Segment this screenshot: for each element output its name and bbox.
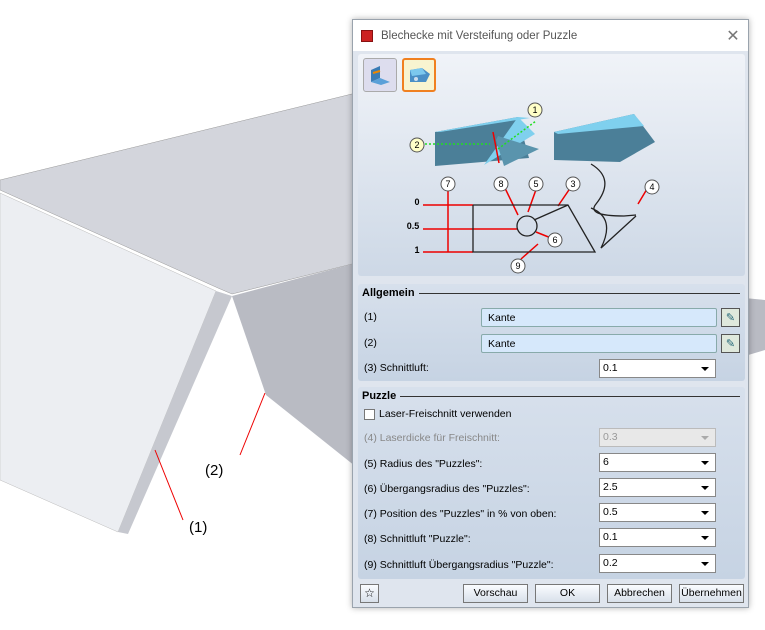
schnittluft-puzzle-dropdown[interactable]: 0.1: [599, 528, 716, 547]
title-bar: Blechecke mit Versteifung oder Puzzle ✕: [353, 20, 748, 51]
laser-checkbox-label: Laser-Freischnitt verwenden: [379, 408, 512, 420]
preview-button[interactable]: Vorschau: [463, 584, 528, 603]
dialog: Blechecke mit Versteifung oder Puzzle ✕ …: [352, 19, 749, 608]
svg-text:0: 0: [414, 197, 419, 207]
position-label: (7) Position des "Puzzles" in % von oben…: [364, 508, 557, 520]
diagram-callout-6: 6: [552, 235, 557, 245]
allgemein-group: Allgemein (1) Kante ✎ (2) Kante ✎ (3) Sc…: [358, 284, 745, 381]
field1-pick-edge-button[interactable]: ✎: [721, 308, 740, 327]
illustration-panel: 0 0.5 1 1 2 3 4 5 6 7 8 9: [358, 54, 745, 276]
laserdicke-label: (4) Laserdicke für Freischnitt:: [364, 432, 500, 444]
favorites-button[interactable]: ☆: [360, 584, 379, 603]
field1-label: (1): [364, 311, 377, 323]
callout-line-2: [239, 392, 266, 456]
field2-label: (2): [364, 337, 377, 349]
fold-edge-strip: [118, 291, 232, 534]
position-dropdown[interactable]: 0.5: [599, 503, 716, 522]
schnittluft-uebergang-dropdown[interactable]: 0.2: [599, 554, 716, 573]
dialog-title: Blechecke mit Versteifung oder Puzzle: [381, 29, 578, 42]
field2-pick-edge-button[interactable]: ✎: [721, 334, 740, 353]
stiffener-mode-button[interactable]: [363, 58, 397, 92]
app-logo-icon: [361, 29, 373, 42]
field1-input[interactable]: Kante: [481, 308, 717, 327]
diagram-callout-7: 7: [445, 179, 450, 189]
diagram-callout-4: 4: [649, 182, 654, 192]
radius-label: (5) Radius des "Puzzles":: [364, 458, 483, 470]
puzzle-group: Puzzle Laser-Freischnitt verwenden (4) L…: [358, 387, 745, 579]
apply-button[interactable]: Übernehmen: [679, 584, 744, 603]
svg-text:0.5: 0.5: [407, 221, 420, 231]
parameter-diagram: 0 0.5 1 1 2 3 4 5 6 7 8 9: [407, 102, 660, 274]
allgemein-heading: Allgemein: [362, 287, 740, 299]
laserdicke-dropdown: 0.3: [599, 428, 716, 447]
callout-line-1: [154, 449, 184, 521]
close-icon[interactable]: ✕: [726, 27, 740, 45]
schnittluft-uebergang-label: (9) Schnittluft Übergangsradius "Puzzle"…: [364, 559, 554, 571]
diagram-callout-1: 1: [532, 105, 537, 115]
callout-label-2: (2): [205, 462, 224, 479]
svg-text:1: 1: [414, 245, 419, 255]
puzzle-heading: Puzzle: [362, 390, 740, 402]
field2-input[interactable]: Kante: [481, 334, 717, 353]
radius-dropdown[interactable]: 6: [599, 453, 716, 472]
ok-button[interactable]: OK: [535, 584, 600, 603]
callout-label-1: (1): [189, 519, 208, 536]
star-icon: ☆: [364, 586, 375, 600]
diagram-callout-8: 8: [498, 179, 503, 189]
schnittluft-label: (3) Schnittluft:: [364, 362, 429, 374]
puzzle-icon: [410, 68, 430, 82]
diagram-callout-2: 2: [414, 140, 419, 150]
uebergangsradius-label: (6) Übergangsradius des "Puzzles":: [364, 483, 530, 495]
pick-edge-icon: ✎: [725, 338, 736, 350]
stiffener-icon: [371, 66, 390, 85]
uebergangsradius-dropdown[interactable]: 2.5: [599, 478, 716, 497]
diagram-callout-9: 9: [515, 261, 520, 271]
diagram-callout-5: 5: [533, 179, 538, 189]
puzzle-mode-button[interactable]: [402, 58, 436, 92]
pick-edge-icon: ✎: [725, 312, 736, 324]
laser-checkbox[interactable]: [364, 408, 375, 420]
schnittluft-dropdown[interactable]: 0.1: [599, 359, 716, 378]
cancel-button[interactable]: Abbrechen: [607, 584, 672, 603]
schnittluft-puzzle-label: (8) Schnittluft "Puzzle":: [364, 533, 471, 545]
laser-checkbox-row[interactable]: Laser-Freischnitt verwenden: [364, 405, 511, 423]
diagram-callout-3: 3: [570, 179, 575, 189]
